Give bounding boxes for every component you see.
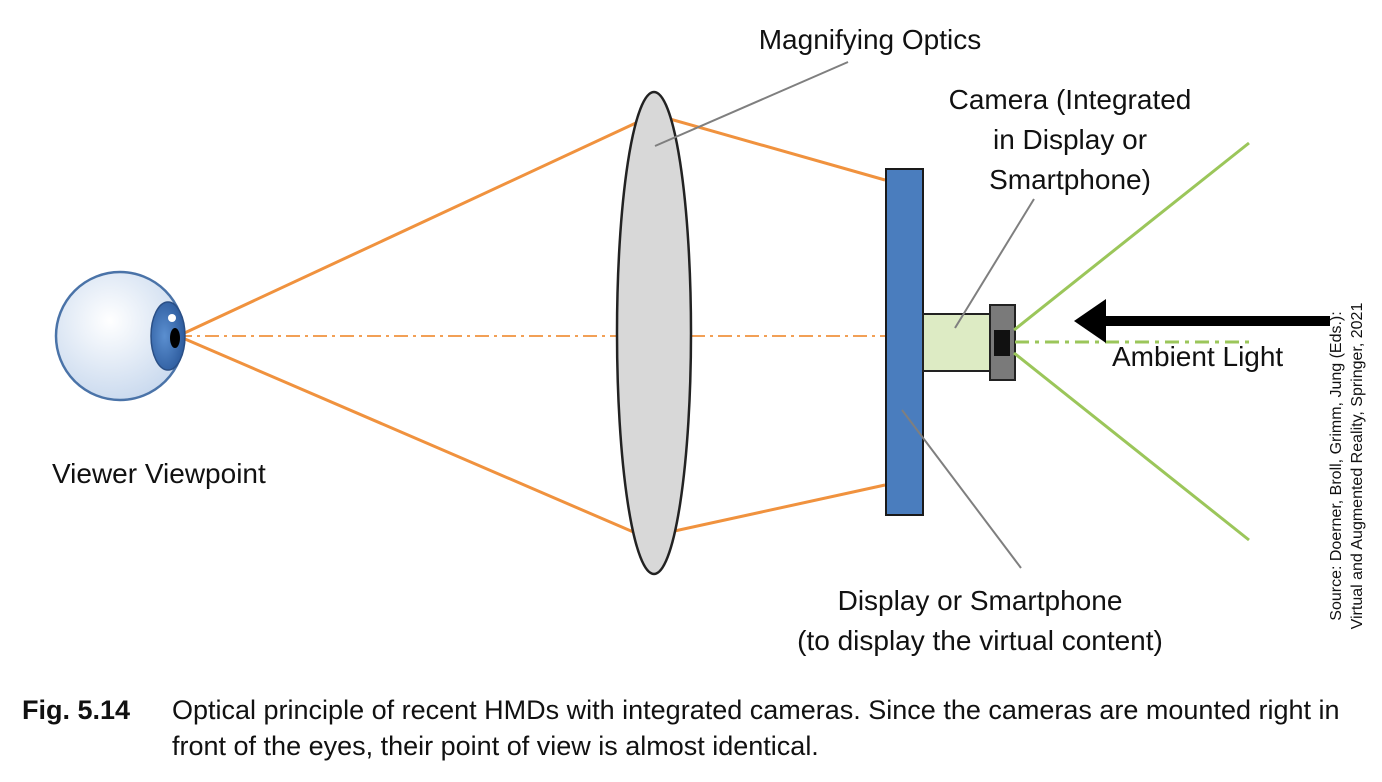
display-label: Display or Smartphone (to display the vi… <box>740 581 1220 661</box>
pointer-camera <box>954 198 1035 329</box>
pointer-display <box>901 409 1022 569</box>
display-label-line: Display or Smartphone <box>837 585 1123 616</box>
viewer-viewpoint-label: Viewer Viewpoint <box>52 458 266 489</box>
display-panel <box>885 168 924 516</box>
eye-icon <box>54 270 186 402</box>
source-note: Source: Doerner, Broll, Grimm, Jung (Eds… <box>1326 266 1368 666</box>
ray-upper <box>177 117 886 338</box>
figure-label: Fig. 5.14 <box>22 695 131 725</box>
caption-text: Optical principle of recent HMDs with in… <box>172 695 1340 761</box>
camera-label: Camera (Integrated in Display or Smartph… <box>910 80 1230 200</box>
camera-body <box>922 313 991 372</box>
ambient-light-label: Ambient Light <box>1112 341 1284 372</box>
display-label-line: (to display the virtual content) <box>797 625 1163 656</box>
camera-lens-core <box>994 330 1010 356</box>
ray-lower <box>177 334 886 536</box>
camera-view-upper <box>1013 141 1250 332</box>
source-note-line: Source: Doerner, Broll, Grimm, Jung (Eds… <box>1328 311 1345 621</box>
camera-view-lower <box>1013 351 1250 542</box>
camera-label-line: in Display or <box>992 124 1148 155</box>
source-note-line: Virtual and Augmented Reality, Springer,… <box>1349 302 1366 630</box>
magnifying-lens <box>615 90 693 576</box>
ambient-light-arrowhead <box>1074 299 1106 343</box>
camera-label-line: Smartphone) <box>989 164 1151 195</box>
pointer-optics <box>654 61 849 147</box>
figure-caption: Fig. 5.14 Optical principle of recent HM… <box>22 692 1362 764</box>
camera-label-line: Camera (Integrated <box>948 84 1192 115</box>
magnifying-optics-label: Magnifying Optics <box>758 24 982 55</box>
